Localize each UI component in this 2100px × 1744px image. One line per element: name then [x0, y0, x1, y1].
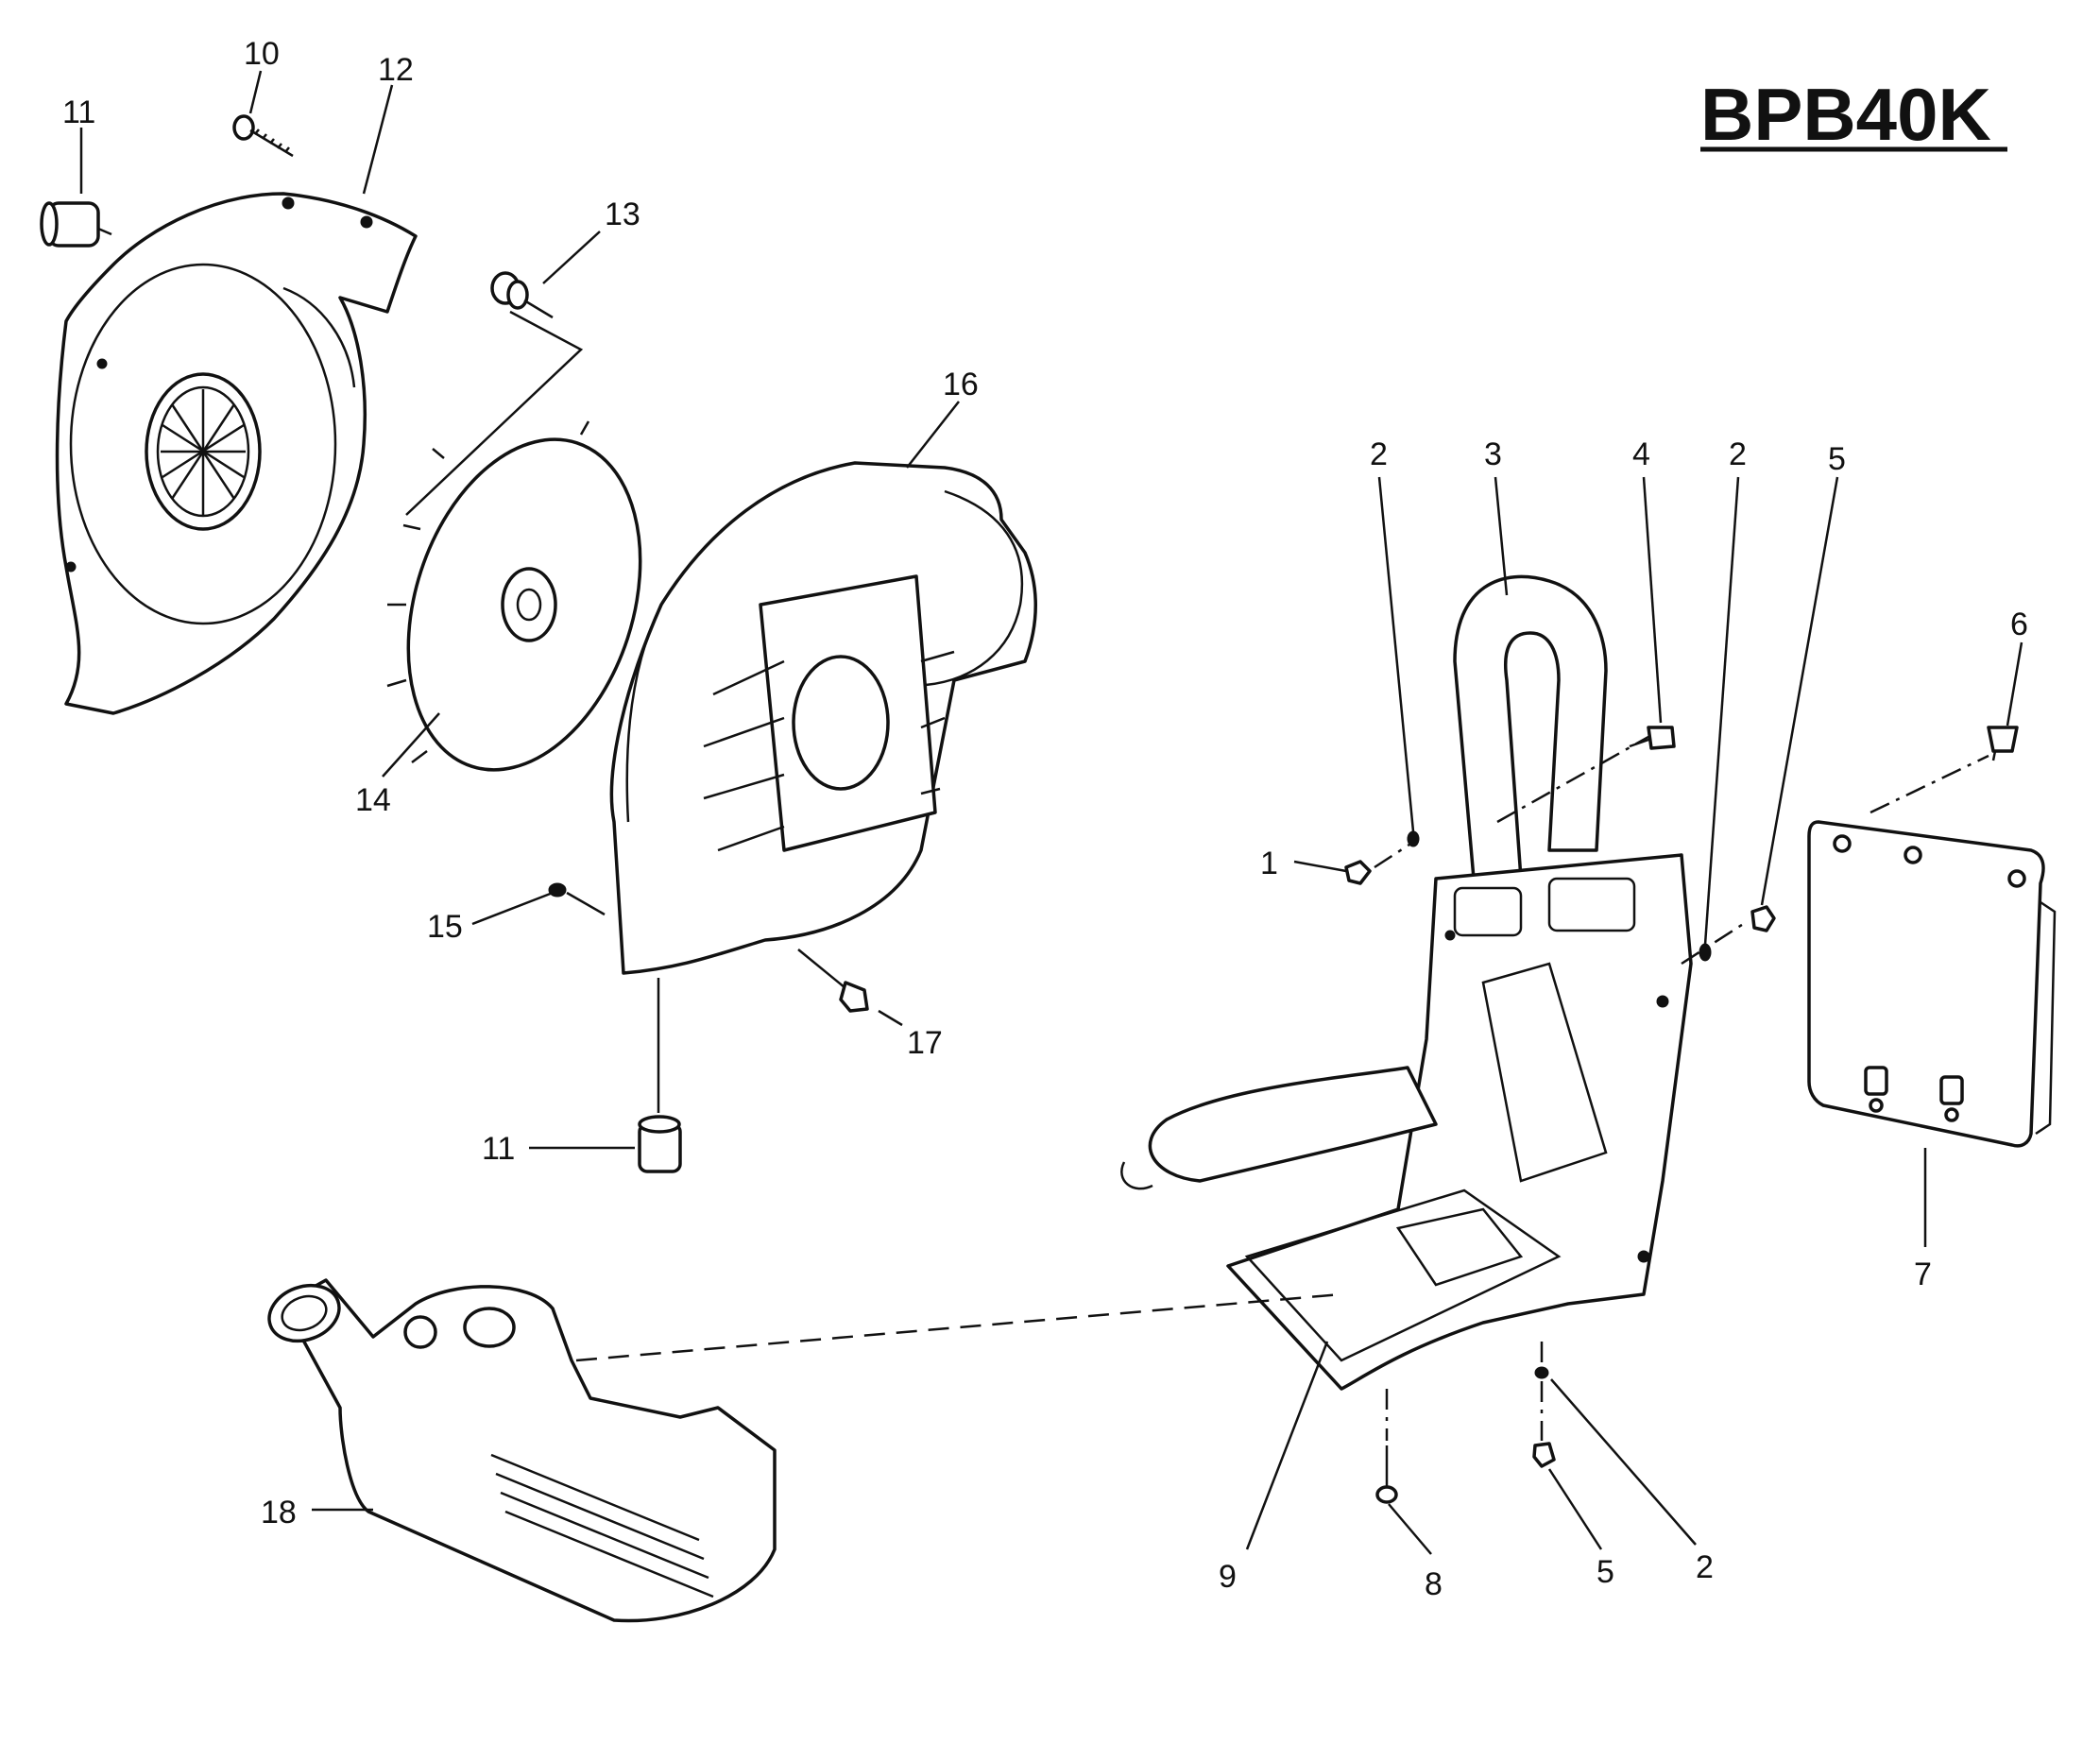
part-12-grille: [161, 389, 246, 515]
part-11-mount-bottom: [638, 978, 682, 1173]
part-18-fuel-tank: [267, 1278, 777, 1623]
callout-5-bottom: 5: [1596, 1554, 1614, 1590]
part-17-bolt: [797, 949, 869, 1013]
callout-1: 1: [1260, 846, 1278, 881]
callout-11-bottom: 11: [482, 1131, 515, 1167]
callout-14: 14: [355, 782, 391, 818]
callout-18: 18: [261, 1495, 297, 1530]
callout-15: 15: [427, 909, 463, 945]
part-3-handle: [1453, 574, 1608, 881]
part-9-frame: [1226, 853, 1693, 1391]
part-15-screw: [548, 882, 567, 898]
callout-3: 3: [1484, 436, 1502, 472]
part-14-impeller: [386, 420, 642, 772]
callout-7: 7: [1914, 1257, 1932, 1292]
callout-6: 6: [2010, 607, 2028, 642]
shoulder-strap: [1120, 1066, 1438, 1190]
callout-9: 9: [1219, 1559, 1237, 1595]
part-12-fan-housing: [55, 192, 418, 715]
leader-lines: [79, 70, 2023, 1555]
model-title-text: BPB40K: [1700, 73, 1991, 156]
callout-4: 4: [1632, 436, 1650, 472]
part-16-blower-housing: [609, 461, 1037, 975]
callout-5-right: 5: [1828, 441, 1846, 477]
callout-11-top: 11: [62, 94, 95, 130]
part-10-screw: [232, 114, 294, 158]
part-8-bolt: [1375, 1445, 1398, 1504]
part-6-clip: [1987, 726, 2019, 761]
callout-16: 16: [943, 367, 979, 402]
callout-12: 12: [378, 52, 414, 88]
callout-10: 10: [244, 36, 280, 72]
callout-2-bottom: 2: [1696, 1549, 1714, 1585]
model-title: BPB40K: [1700, 73, 2007, 156]
leader-13-to-impeller: [405, 310, 584, 516]
callout-17: 17: [907, 1025, 943, 1061]
part-5-nut-bottom: [1532, 1442, 1556, 1468]
callout-2-right: 2: [1729, 436, 1747, 472]
callout-13: 13: [605, 197, 640, 232]
assembly-lines: [575, 735, 1989, 1441]
callout-2-left: 2: [1370, 436, 1388, 472]
part-2-washer-right: [1699, 943, 1712, 962]
part-7-back-pad: [1807, 820, 2057, 1148]
part-1-nut: [1344, 860, 1372, 885]
callout-labels: 11 10 12 13 14 16 15 17 11 18 1 2 3 4 2 …: [62, 36, 2028, 1602]
part-5-nut-right: [1750, 905, 1776, 932]
part-4-bolt: [1629, 726, 1676, 750]
part-11-mount-top: [40, 201, 112, 248]
callout-8: 8: [1425, 1566, 1443, 1602]
part-13-screw: [490, 271, 554, 319]
